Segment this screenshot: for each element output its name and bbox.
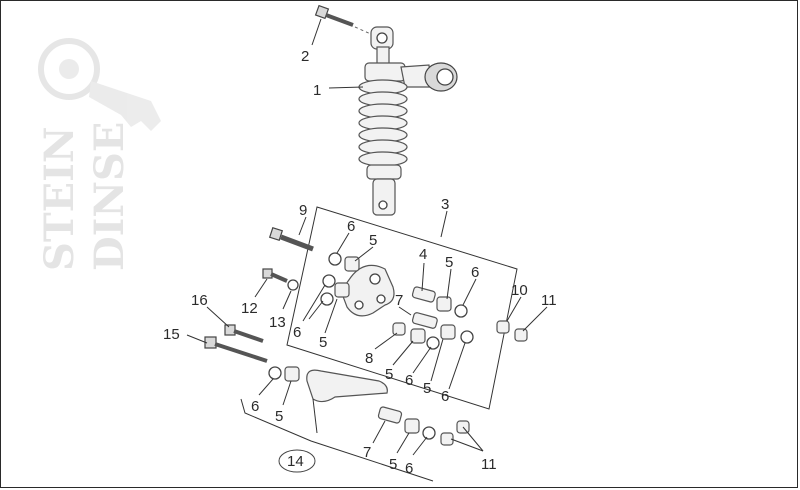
callout-3: 3 xyxy=(441,196,449,213)
callout-13: 13 xyxy=(269,314,286,331)
callout-14-group: 14 xyxy=(278,449,316,473)
callout-10: 10 xyxy=(511,282,528,299)
bolt-2 xyxy=(314,4,374,36)
shock-absorber-1 xyxy=(358,26,458,216)
callout-8: 8 xyxy=(365,350,373,367)
callout-5e: 5 xyxy=(423,380,431,397)
callout-16: 16 xyxy=(191,292,208,309)
callout-6c: 6 xyxy=(293,324,301,341)
washer-13 xyxy=(287,279,299,291)
watermark-logo: STEIN DINSE xyxy=(36,38,161,271)
washers-and-bushings xyxy=(320,252,528,350)
rocker-link xyxy=(340,264,395,317)
callout-14: 14 xyxy=(287,453,304,470)
callout-1: 1 xyxy=(313,82,321,99)
watermark-text-stein: STEIN xyxy=(36,127,83,271)
bolt-16 xyxy=(224,324,264,343)
callout-6b: 6 xyxy=(471,264,479,281)
callout-6g: 6 xyxy=(405,460,413,477)
callout-4: 4 xyxy=(419,246,427,263)
callout-6a: 6 xyxy=(347,218,355,235)
callout-5f: 5 xyxy=(275,408,283,425)
callout-7a: 7 xyxy=(395,292,403,309)
callout-11a: 11 xyxy=(541,292,557,309)
spring-coils xyxy=(358,79,408,167)
bolt-12 xyxy=(262,268,288,283)
callout-5b: 5 xyxy=(445,254,453,271)
callout-labels: 2 1 3 9 6 5 4 5 6 7 10 11 12 13 6 5 16 1… xyxy=(163,48,557,477)
callout-5a: 5 xyxy=(369,232,377,249)
callout-5g: 5 xyxy=(389,456,397,473)
bolt-9 xyxy=(268,226,314,252)
linkage-frame-3 xyxy=(286,206,518,410)
callout-7b: 7 xyxy=(363,444,371,461)
callout-12: 12 xyxy=(241,300,258,317)
callout-5d: 5 xyxy=(385,366,393,383)
key-logo-icon xyxy=(38,38,161,131)
callout-15: 15 xyxy=(163,326,180,343)
watermark-text-dinse: DINSE xyxy=(86,122,133,271)
leader-lines xyxy=(186,18,548,456)
callout-2: 2 xyxy=(301,48,309,65)
callout-6d: 6 xyxy=(405,372,413,389)
callout-11b: 11 xyxy=(481,456,497,473)
callout-6e: 6 xyxy=(441,388,449,405)
callout-5c: 5 xyxy=(319,334,327,351)
callout-6f: 6 xyxy=(251,398,259,415)
callout-9: 9 xyxy=(299,202,307,219)
